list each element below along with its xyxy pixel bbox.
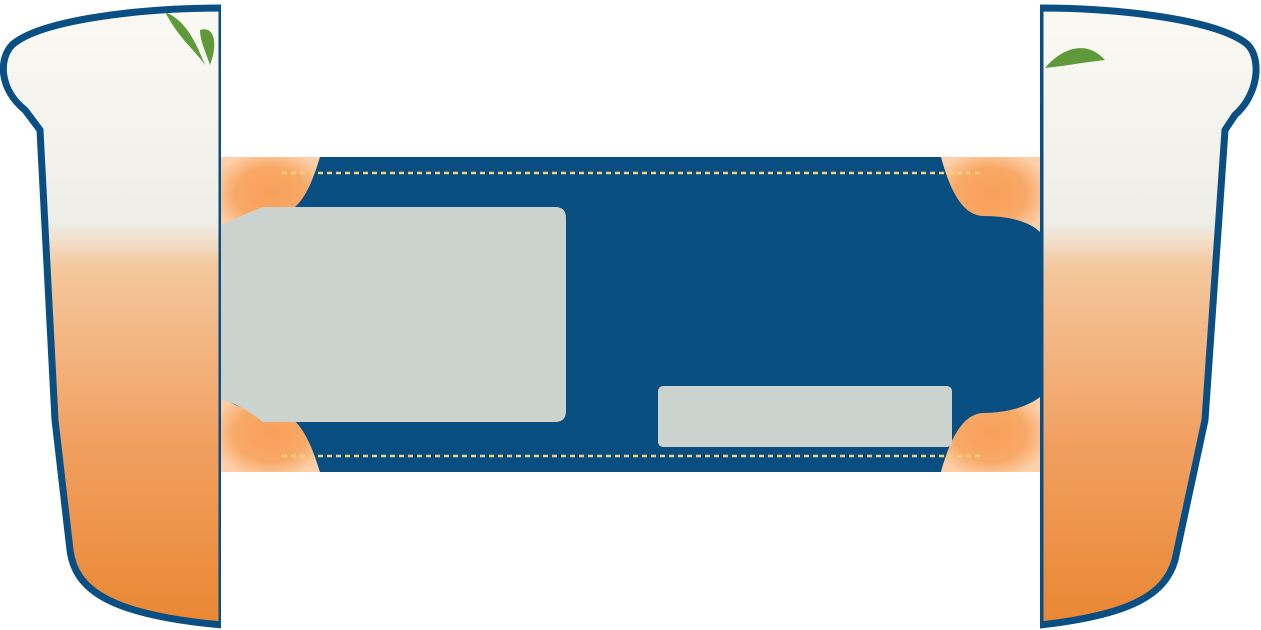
- image-placeholder-large: [221, 207, 566, 422]
- corner-top-left: [221, 157, 320, 230]
- right-cup-image: [1036, 4, 1260, 629]
- banner: [221, 157, 1040, 472]
- corner-bottom-left: [221, 395, 320, 472]
- corner-bottom-right: [941, 397, 1040, 472]
- corner-top-right: [941, 157, 1040, 232]
- text-placeholder-small: [658, 386, 952, 447]
- mint-leaf-icon: [165, 12, 215, 65]
- mint-leaf-icon: [1045, 48, 1105, 68]
- left-cup-image: [0, 4, 226, 629]
